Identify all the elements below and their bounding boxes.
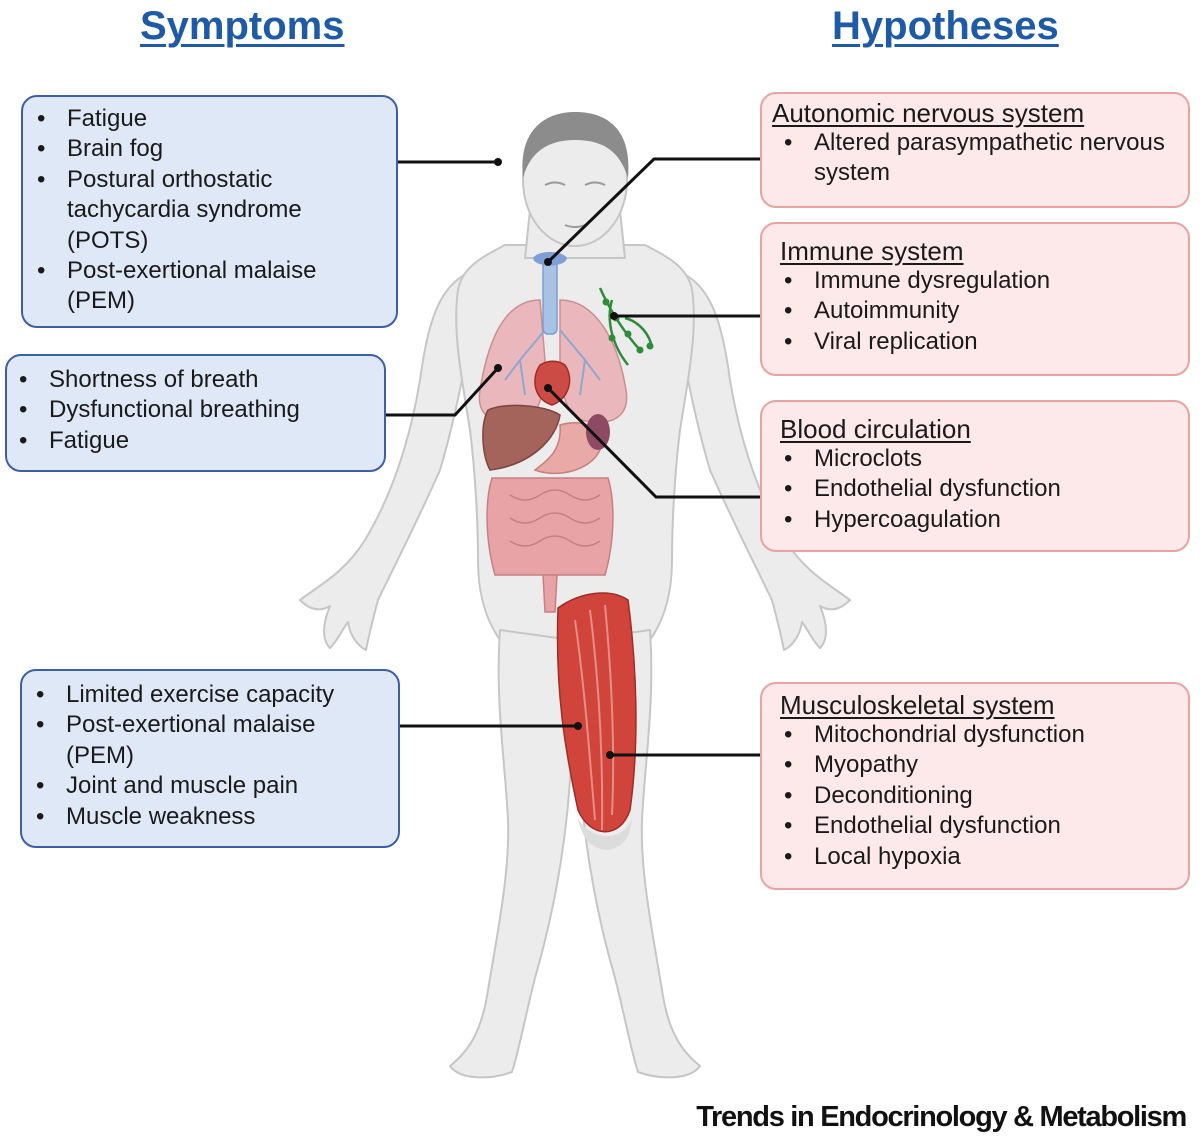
journal-credit: Trends in Endocrinology & Metabolism: [696, 1101, 1187, 1133]
hypothesis-list: Mitochondrial dysfunction Myopathy Decon…: [770, 720, 1178, 872]
symptom-item: Fatigue: [5, 426, 374, 457]
knee: [578, 818, 632, 850]
symptom-item: Fatigue: [23, 104, 386, 135]
hypothesis-item: Viral replication: [770, 327, 1178, 358]
hypothesis-list: Immune dysregulation Autoimmunity Viral …: [770, 266, 1178, 358]
hypothesis-title: Musculoskeletal system: [780, 690, 1055, 720]
liver: [482, 404, 561, 471]
hypothesis-item: Endothelial dysfunction: [770, 811, 1178, 842]
hypothesis-item: Local hypoxia: [770, 842, 1178, 873]
hypothesis-box-immune: Immune system Immune dysregulation Autoi…: [760, 222, 1190, 376]
hypothesis-item: Microclots: [770, 444, 1178, 475]
hypothesis-item: Mitochondrial dysfunction: [770, 720, 1178, 751]
hypothesis-item: Myopathy: [770, 750, 1178, 781]
hypothesis-list: Altered parasympathetic nervous system: [770, 128, 1178, 189]
connector-endpoints: [494, 158, 618, 759]
symptom-item: Limited exercise capacity: [22, 680, 388, 711]
thigh-muscle: [556, 592, 637, 833]
hypothesis-box-autonomic: Autonomic nervous system Altered parasym…: [760, 92, 1190, 208]
symptom-item: Brain fog: [23, 134, 386, 165]
large-intestine: [486, 477, 614, 576]
left-leg: [449, 629, 575, 1079]
symptom-box-muscle: Limited exercise capacity Post-exertiona…: [20, 669, 400, 848]
kidney: [586, 414, 610, 450]
symptom-list: Limited exercise capacity Post-exertiona…: [22, 680, 388, 832]
hair: [522, 112, 629, 178]
connector-blood: [546, 386, 760, 499]
symptom-item: Shortness of breath: [5, 365, 374, 396]
hypothesis-item: Altered parasympathetic nervous system: [770, 128, 1178, 189]
hypothesis-item: Immune dysregulation: [770, 266, 1178, 297]
rectum: [542, 574, 558, 613]
hypothesis-item: Autoimmunity: [770, 296, 1178, 327]
symptoms-heading: Symptoms: [140, 4, 345, 48]
symptom-list: Fatigue Brain fog Postural orthostatic t…: [23, 104, 386, 317]
hypothesis-title: Blood circulation: [780, 414, 971, 444]
trachea: [542, 261, 558, 335]
bronchi: [504, 329, 601, 396]
symptom-item: Postural orthostatic tachycardia syndrom…: [23, 165, 386, 256]
left-arm: [299, 271, 471, 651]
symptom-box-head: Fatigue Brain fog Postural orthostatic t…: [21, 95, 398, 328]
symptom-item: Post-exertional malaise (PEM): [22, 710, 388, 771]
hypothesis-item: Deconditioning: [770, 781, 1178, 812]
symptom-box-lungs: Shortness of breath Dysfunctional breath…: [5, 354, 386, 472]
hypothesis-list: Microclots Endothelial dysfunction Hyper…: [770, 444, 1178, 536]
symptom-item: Post-exertional malaise (PEM): [23, 256, 386, 317]
muscle-fibers: [574, 604, 615, 831]
symptom-item: Joint and muscle pain: [22, 771, 388, 802]
small-intestine: [509, 489, 601, 547]
hypothesis-box-musculoskeletal: Musculoskeletal system Mitochondrial dys…: [760, 682, 1190, 890]
lymph-nodes: [602, 298, 654, 354]
hypothesis-item: Endothelial dysfunction: [770, 474, 1178, 505]
hypotheses-heading: Hypotheses: [832, 4, 1059, 48]
hypothesis-title: Immune system: [780, 236, 964, 266]
connector-lines: [386, 157, 760, 757]
symptom-item: Muscle weakness: [22, 802, 388, 833]
right-arm: [679, 271, 851, 651]
heart: [534, 360, 571, 406]
hypothesis-box-blood: Blood circulation Microclots Endothelial…: [760, 400, 1190, 552]
symptom-list: Shortness of breath Dysfunctional breath…: [5, 365, 374, 457]
hypothesis-title: Autonomic nervous system: [772, 98, 1085, 128]
connector-lungs: [386, 366, 500, 417]
connector-autonomic: [546, 157, 760, 264]
symptom-item: Dysfunctional breathing: [5, 395, 374, 426]
hypothesis-item: Hypercoagulation: [770, 505, 1178, 536]
